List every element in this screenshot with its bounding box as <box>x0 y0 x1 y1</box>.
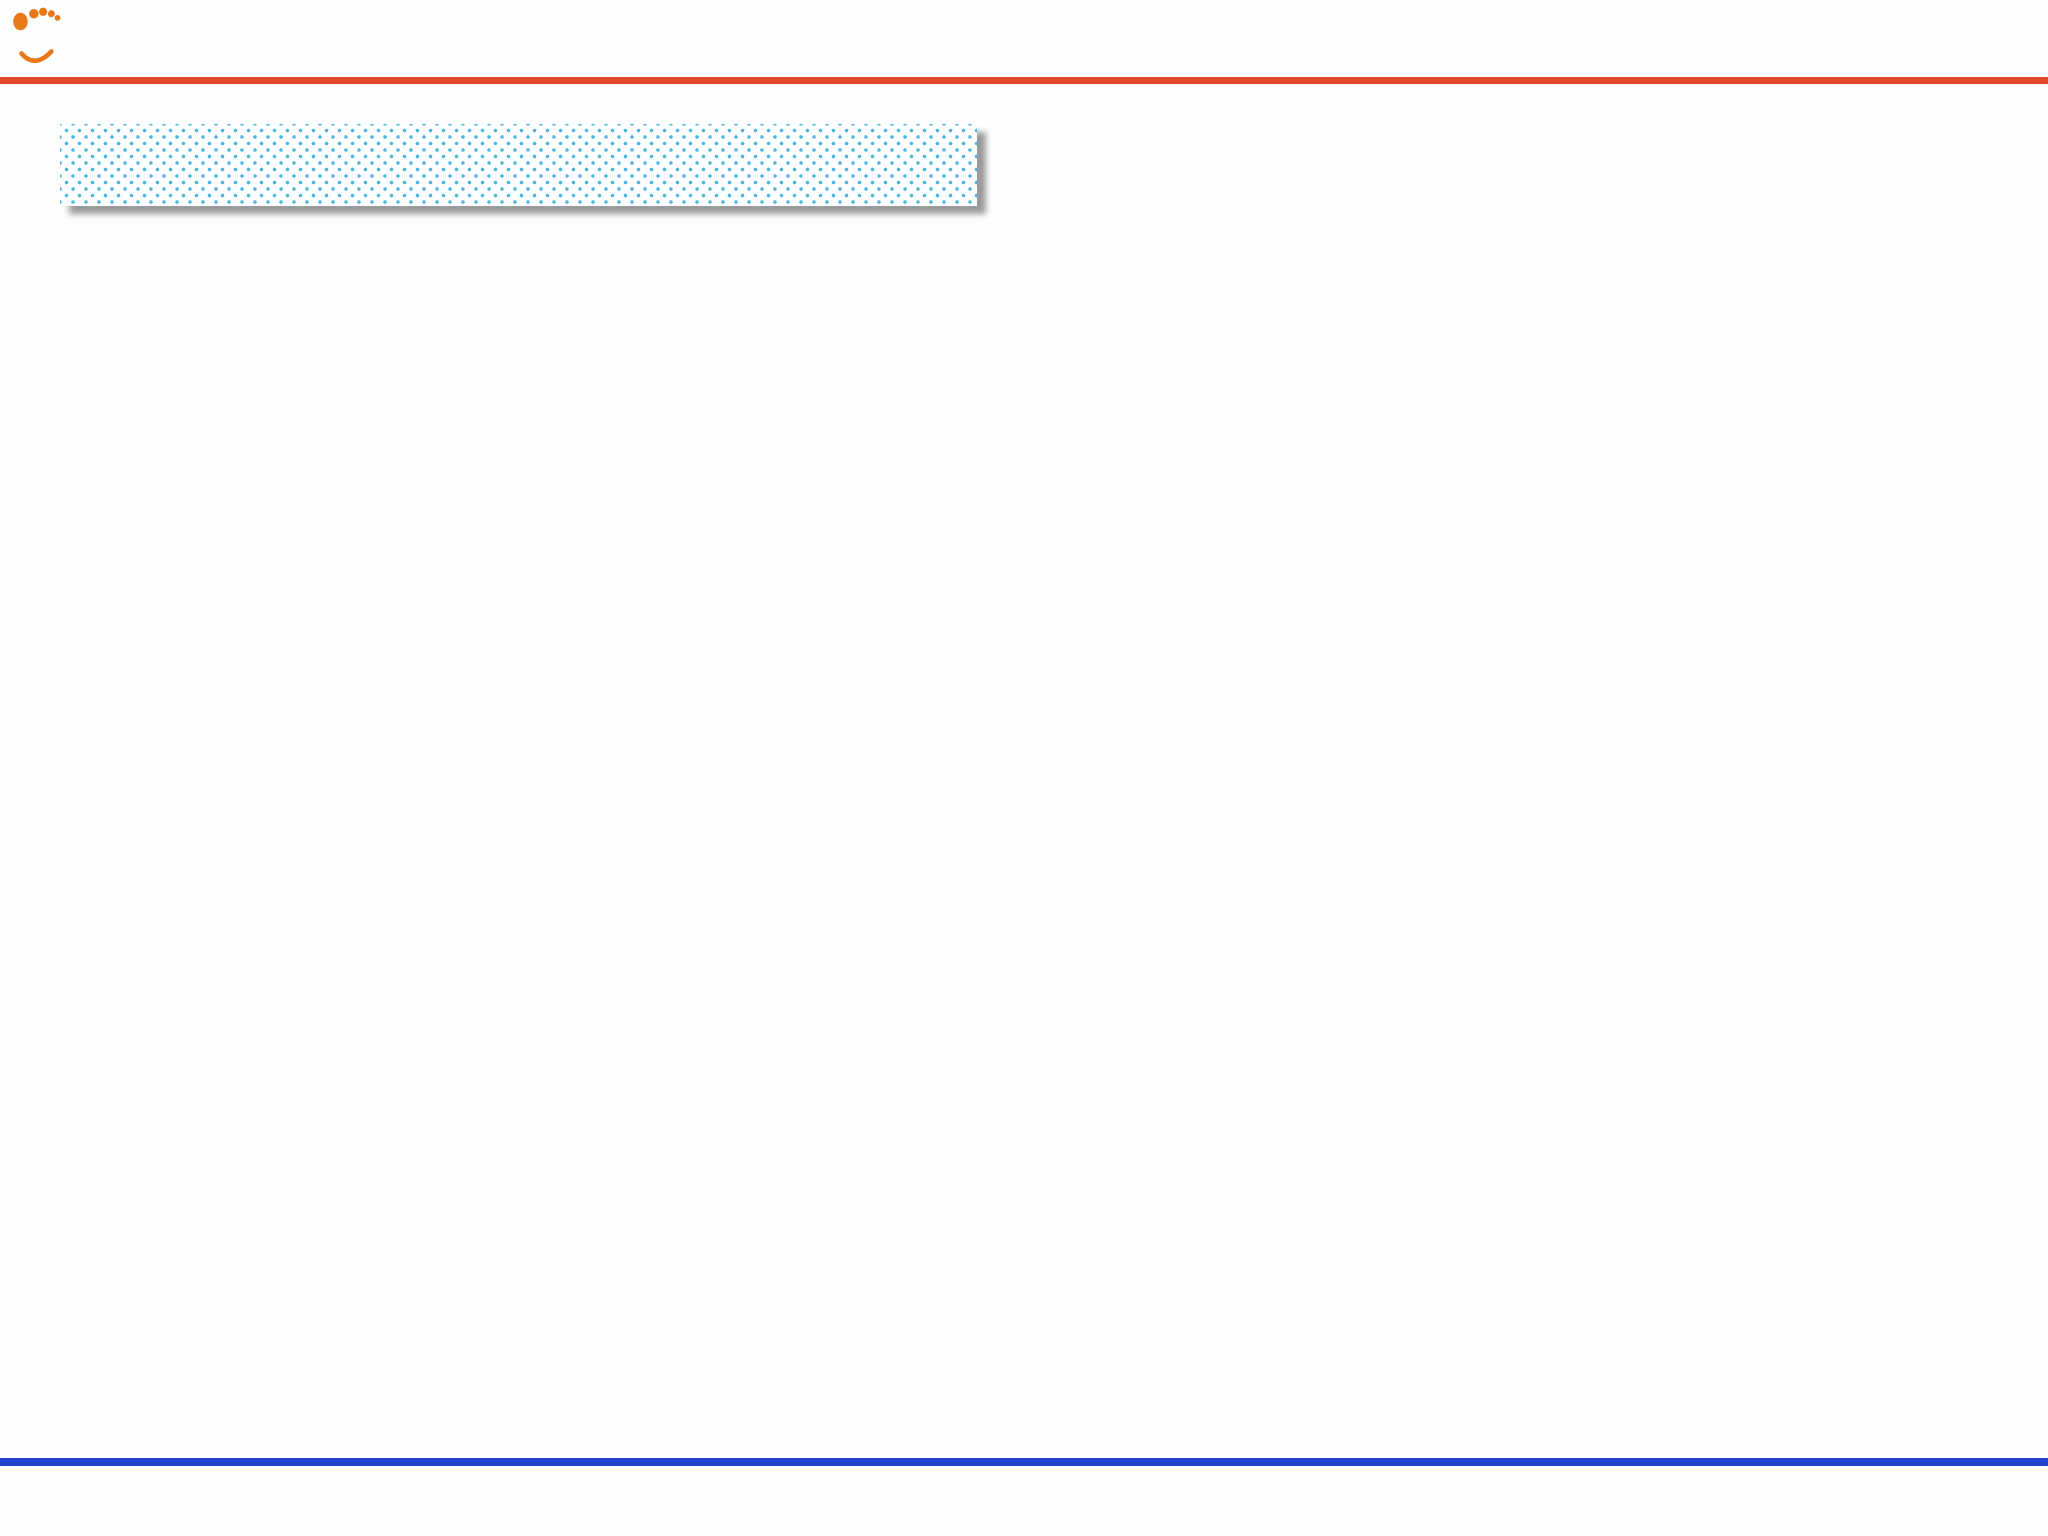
footer-divider-rule <box>0 1458 2048 1466</box>
brand-text <box>80 16 94 63</box>
epk-footprint-logo-icon <box>13 7 61 64</box>
section-title <box>60 124 977 206</box>
header-divider-rule <box>0 77 2048 84</box>
